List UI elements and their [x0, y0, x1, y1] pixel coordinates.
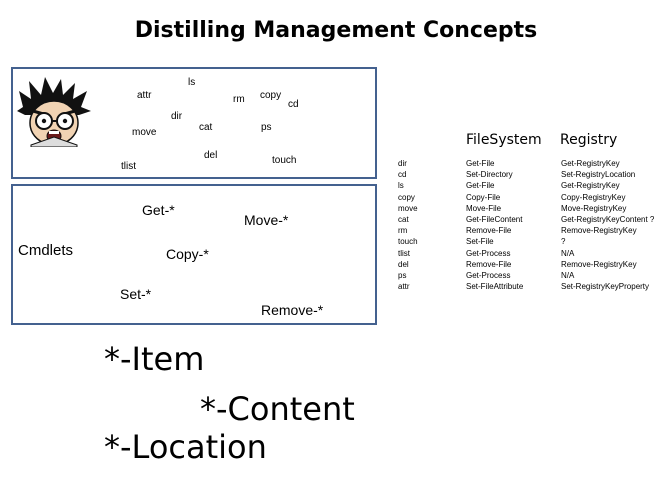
table-cell-filesystem: Get-FileContent	[466, 215, 523, 224]
table-cell-command: cat	[398, 215, 409, 224]
table-cell-registry: Remove-RegistryKey	[561, 259, 637, 269]
command-attr: attr	[137, 90, 152, 101]
command-del: del	[204, 150, 218, 161]
table-header-filesystem: FileSystem	[466, 132, 542, 148]
table-cell-registry: ?	[561, 237, 566, 247]
cmdlet-remove: Remove-*	[261, 302, 324, 318]
table-cell-filesystem: Get-File	[466, 159, 495, 168]
table-cell-command: move	[398, 203, 418, 213]
command-dir: dir	[171, 111, 183, 122]
cmdlet-move: Move-*	[244, 212, 289, 228]
table-cell-filesystem: Remove-File	[466, 259, 512, 269]
table-cell-command: rm	[398, 226, 408, 236]
cmdlet-get: Get-*	[142, 202, 175, 218]
table-header-registry: Registry	[560, 132, 618, 148]
command-copy: copy	[260, 90, 282, 101]
table-cell-command: copy	[398, 192, 415, 202]
cmdlets-label: Cmdlets	[18, 242, 74, 259]
cmdlets-box: Cmdlets Get-* Move-* Copy-* Set-* Remove…	[11, 184, 377, 325]
table-cell-registry: Get-RegistryKey	[561, 159, 620, 168]
table-cell-filesystem: Remove-File	[466, 226, 512, 236]
table-cell-registry: N/A	[561, 248, 575, 258]
table-cell-registry: Move-RegistryKey	[561, 203, 627, 213]
command-cd: cd	[288, 99, 299, 110]
commands-box: ls attr rm copy cd dir cat ps move del t…	[11, 67, 377, 179]
table-cell-filesystem: Set-FileAttribute	[466, 282, 524, 292]
table-cell-command: tlist	[398, 248, 410, 258]
table-cell-filesystem: Copy-File	[466, 192, 501, 202]
table-cell-filesystem: Get-Process	[466, 271, 511, 280]
command-rm: rm	[233, 94, 245, 105]
table-cell-command: ps	[398, 271, 407, 280]
table-cell-registry: Set-RegistryLocation	[561, 170, 636, 180]
table-cell-filesystem: Get-Process	[466, 248, 511, 258]
command-touch: touch	[272, 155, 297, 166]
table-cell-command: attr	[398, 282, 410, 292]
table-cell-command: ls	[398, 181, 404, 191]
command-cat: cat	[199, 122, 213, 133]
table-cell-command: cd	[398, 170, 407, 180]
table-cell-command: del	[398, 259, 409, 269]
table-cell-command: dir	[398, 159, 407, 168]
table-cell-registry: Get-RegistryKeyContent ?	[561, 215, 655, 224]
table-cell-registry: N/A	[561, 271, 575, 280]
table-cell-filesystem: Move-File	[466, 203, 502, 213]
page-title: Distilling Management Concepts	[134, 18, 538, 43]
noun-content: *-Content	[200, 390, 355, 428]
noun-item: *-Item	[104, 340, 205, 378]
cmdlet-set: Set-*	[120, 286, 152, 302]
table-cell-registry: Get-RegistryKey	[561, 181, 620, 191]
cmdlet-copy: Copy-*	[166, 246, 209, 262]
table-cell-registry: Copy-RegistryKey	[561, 192, 626, 202]
command-ps: ps	[261, 122, 272, 133]
screaming-man-icon	[17, 77, 91, 147]
table-cell-filesystem: Get-File	[466, 181, 495, 191]
table-cell-filesystem: Set-Directory	[466, 170, 513, 180]
command-ls: ls	[188, 77, 196, 88]
table-cell-registry: Set-RegistryKeyProperty	[561, 282, 650, 292]
table-cell-filesystem: Set-File	[466, 237, 494, 247]
command-move: move	[132, 127, 157, 138]
command-tlist: tlist	[121, 161, 136, 172]
noun-location: *-Location	[104, 428, 267, 466]
table-cell-registry: Remove-RegistryKey	[561, 226, 637, 236]
table-cell-command: touch	[398, 237, 418, 247]
